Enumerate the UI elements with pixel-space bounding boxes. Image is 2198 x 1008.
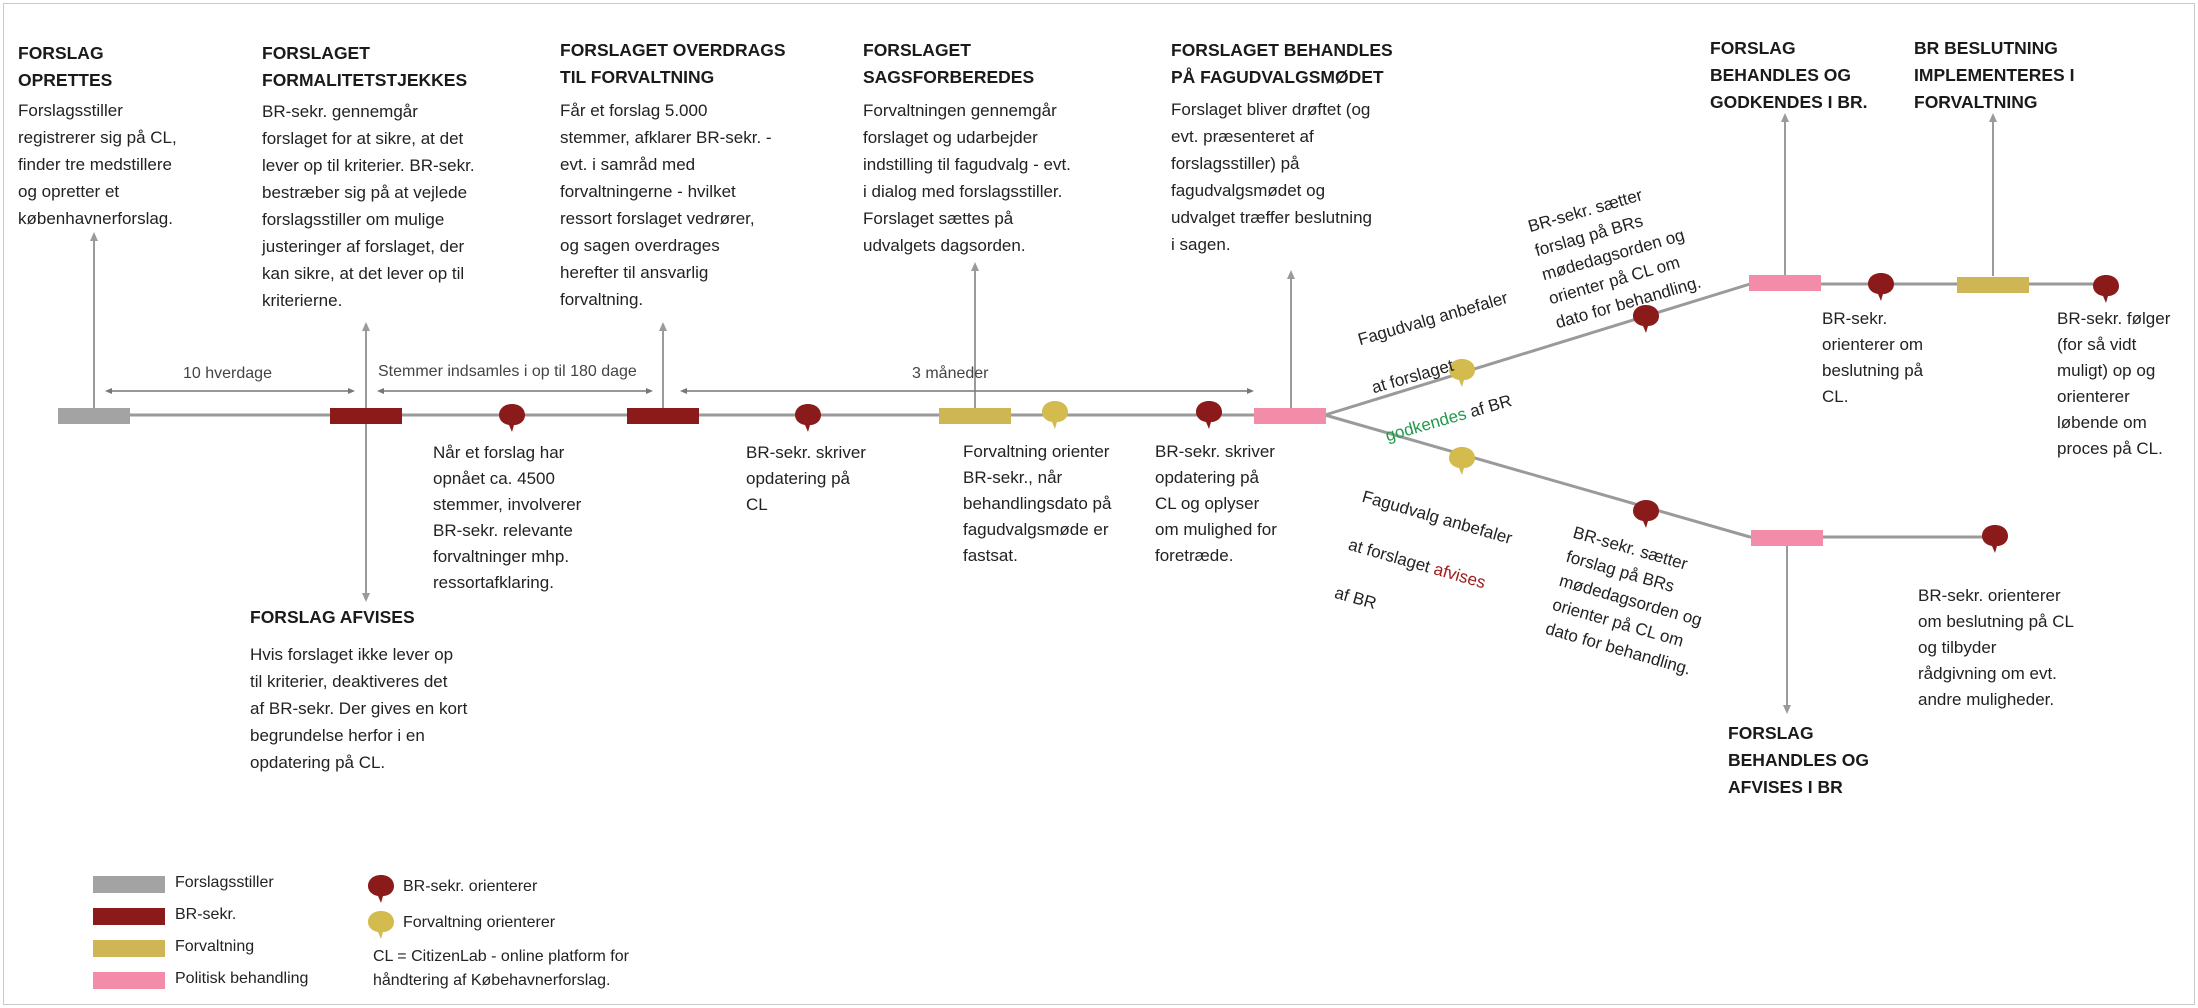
note-foelger-op: BR-sekr. følger (for så vidt muligt) op … xyxy=(2057,309,2171,458)
note-afvist-raadgivning: BR-sekr. orienterer om beslutning på CL … xyxy=(1918,586,2074,709)
legend-forslagsstiller: Forslagsstiller xyxy=(175,874,274,891)
bar-politisk-2 xyxy=(1749,275,1821,291)
bubble-br-5 xyxy=(1868,273,1894,301)
stage-8-title: FORSLAG AFVISES xyxy=(250,607,415,627)
duration-label-2: Stemmer indsamles i op til 180 dage xyxy=(378,363,637,380)
bar-politisk-3 xyxy=(1751,530,1823,546)
stage-6-title: FORSLAG BEHANDLES OG GODKENDES I BR. xyxy=(1710,38,1868,112)
legend-forv-orienterer: Forvaltning orienterer xyxy=(403,914,556,931)
bar-forslagsstiller xyxy=(58,408,130,424)
branch-down-word: afvises xyxy=(1431,559,1488,593)
legend-swatch-br-sekr xyxy=(93,908,165,925)
duration-label-1: 10 hverdage xyxy=(183,365,272,382)
stage-5-title: FORSLAGET BEHANDLES PÅ FAGUDVALGSMØDET xyxy=(1171,40,1393,87)
stage-3-body: Får et forslag 5.000 stemmer, afklarer B… xyxy=(560,101,772,309)
branch-down-line xyxy=(1324,413,1751,539)
branch-up-line2: at forslaget xyxy=(1369,355,1456,398)
bubble-br-1 xyxy=(499,404,525,432)
stage-2-title: FORSLAGET FORMALITETSTJEKKES xyxy=(262,43,468,90)
note-beslutning-cl: BR-sekr. orienterer om beslutning på CL. xyxy=(1822,309,1924,406)
bar-br-sekr-1 xyxy=(330,408,402,424)
bubble-br-2 xyxy=(795,404,821,432)
bar-forvaltning-1 xyxy=(939,408,1011,424)
note-4500-stemmer: Når et forslag har opnået ca. 4500 stemm… xyxy=(433,443,582,592)
stage-4-body: Forvaltningen gennemgår forslaget og uda… xyxy=(863,101,1071,255)
stage-1-body: Forslagsstiller registrerer sig på CL, f… xyxy=(18,101,177,228)
legend-politisk: Politisk behandling xyxy=(175,970,309,987)
bar-politisk-1 xyxy=(1254,408,1326,424)
legend-swatch-forslagsstiller xyxy=(93,876,165,893)
bar-forvaltning-2 xyxy=(1957,277,2029,293)
bar-br-sekr-2 xyxy=(627,408,699,424)
stage-8-body: Hvis forslaget ikke lever op til kriteri… xyxy=(250,645,468,772)
stage-4-title: FORSLAGET SAGSFORBEREDES xyxy=(863,40,1035,87)
stage-3-title: FORSLAGET OVERDRAGS TIL FORVALTNING xyxy=(560,40,786,87)
bubble-br-6 xyxy=(2093,275,2119,303)
note-forvaltning-orienter: Forvaltning orienter BR-sekr., når behan… xyxy=(963,442,1112,565)
legend-br-sekr: BR-sekr. xyxy=(175,906,237,923)
diagram-frame xyxy=(3,3,2195,1005)
legend-forvaltning: Forvaltning xyxy=(175,938,255,955)
duration-label-3: 3 måneder xyxy=(912,365,989,382)
branch-up-line1: Fagudvalg anbefaler xyxy=(1355,288,1510,350)
stage-9-title: FORSLAG BEHANDLES OG AFVISES I BR xyxy=(1728,723,1869,797)
legend-bubble-forv xyxy=(368,911,394,939)
stage-2-body: BR-sekr. gennemgår forslaget for at sikr… xyxy=(262,102,475,310)
legend-bubble-br xyxy=(368,875,394,903)
legend-br-orienterer: BR-sekr. orienterer xyxy=(403,878,538,895)
legend-swatch-politisk xyxy=(93,972,165,989)
stage-7-title: BR BESLUTNING IMPLEMENTERES I FORVALTNIN… xyxy=(1914,38,2075,112)
branch-down-line2: at forslaget xyxy=(1346,534,1437,578)
bubble-forv-3 xyxy=(1449,447,1475,475)
stage-1-title: FORSLAG OPRETTES xyxy=(18,43,113,90)
bubble-br-8 xyxy=(1982,525,2008,553)
legend-swatch-forvaltning xyxy=(93,940,165,957)
bubble-forv-1 xyxy=(1042,401,1068,429)
branch-down-line1: Fagudvalg anbefaler xyxy=(1360,486,1515,548)
bubble-br-3 xyxy=(1196,401,1222,429)
note-opdatering-cl: BR-sekr. skriver opdatering på CL xyxy=(746,443,866,514)
bubble-br-7 xyxy=(1633,500,1659,528)
stage-5-body: Forslaget bliver drøftet (og evt. præsen… xyxy=(1171,100,1372,254)
legend-cl-note: CL = CitizenLab - online platform for hå… xyxy=(373,948,629,989)
note-opdatering-foretraede: BR-sekr. skriver opdatering på CL og opl… xyxy=(1155,442,1277,565)
branch-up-line xyxy=(1324,282,1751,417)
